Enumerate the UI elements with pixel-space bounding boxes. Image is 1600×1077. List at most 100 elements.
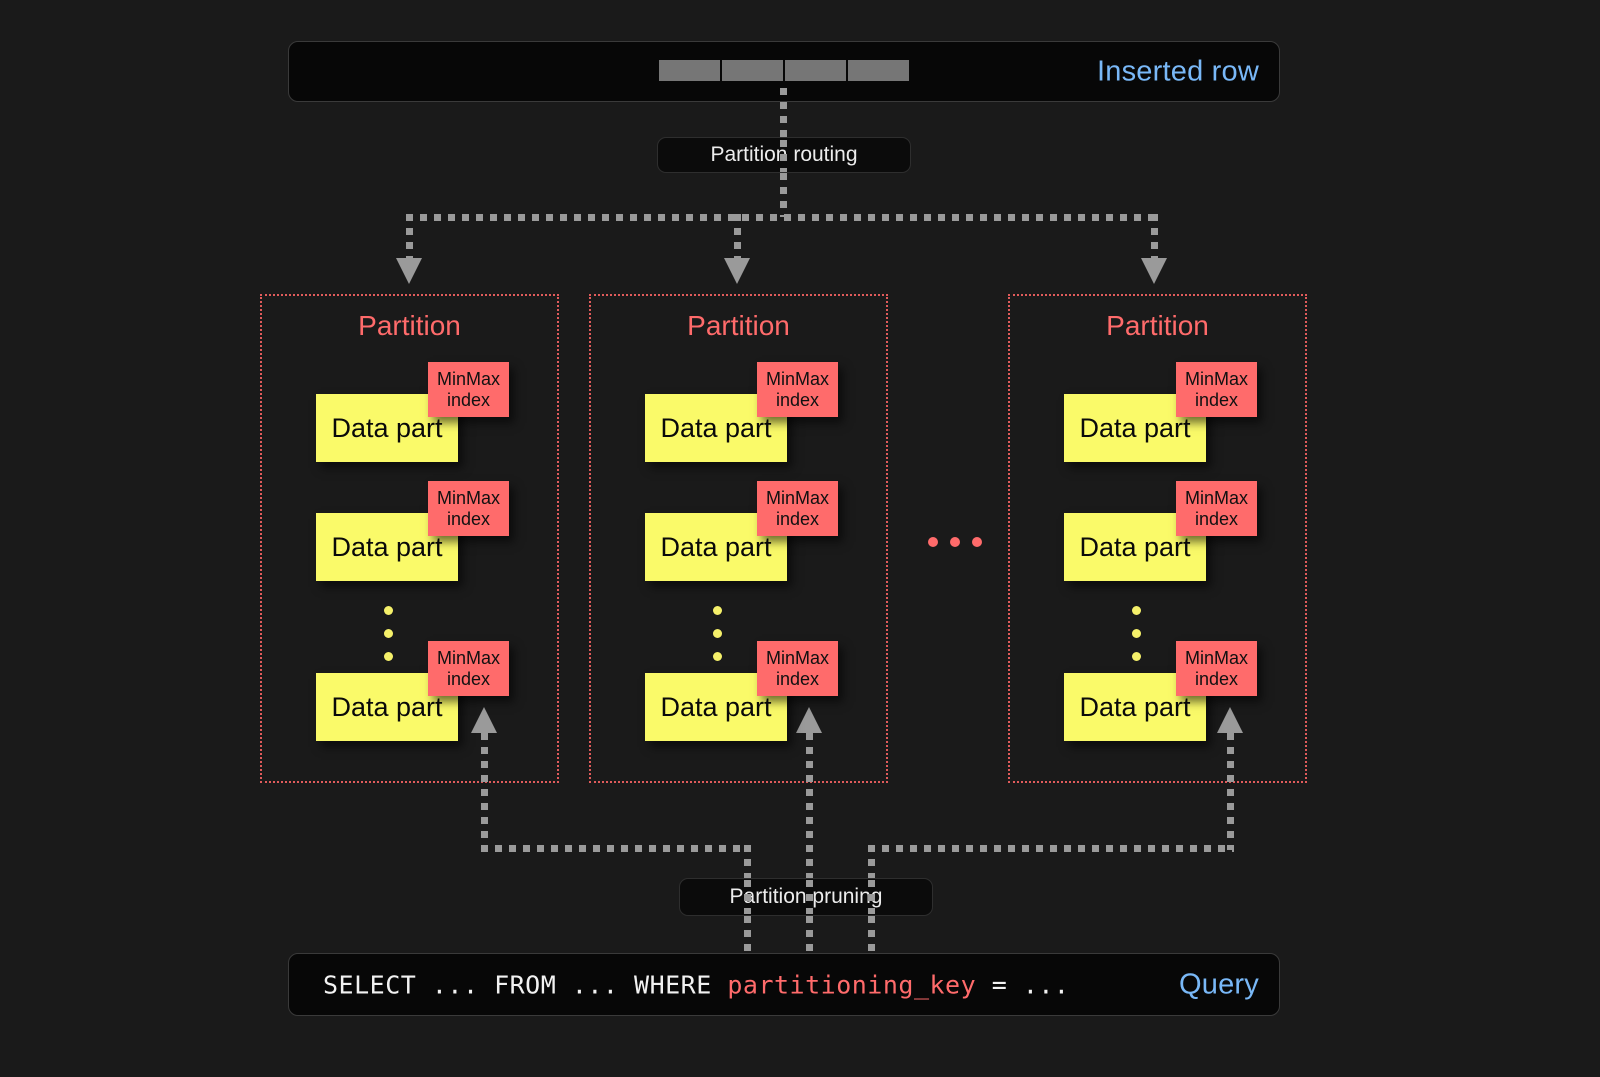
ellipsis-dot xyxy=(972,537,982,547)
data-part-group: MinMax index Data part xyxy=(1010,481,1309,585)
minmax-line-1: MinMax xyxy=(436,647,500,668)
minmax-line-2: index xyxy=(1194,668,1239,689)
connector-insert-to-routing xyxy=(780,88,787,140)
ellipsis-dot xyxy=(384,652,393,661)
connector-through-pruning-center xyxy=(806,880,813,914)
arrow-into-partition-3 xyxy=(1141,258,1167,284)
minmax-index-box: MinMax index xyxy=(1176,362,1257,417)
connector-pruning-to-partition-2 xyxy=(806,733,813,878)
data-part-ellipsis xyxy=(1132,606,1141,661)
arrow-into-data-part-1 xyxy=(471,707,497,733)
minmax-index-box: MinMax index xyxy=(757,641,838,696)
connector-pruning-to-partition-1 xyxy=(481,733,488,850)
minmax-line-1: MinMax xyxy=(765,647,829,668)
data-part-box: Data part xyxy=(645,513,787,581)
minmax-line-1: MinMax xyxy=(1184,647,1248,668)
partition-title: Partition xyxy=(358,310,461,341)
minmax-line-2: index xyxy=(775,668,820,689)
partitions-ellipsis xyxy=(928,537,982,547)
arrow-into-data-part-2 xyxy=(796,707,822,733)
connector-bus-to-partition-3 xyxy=(1151,214,1158,262)
connector-pruning-to-query-left xyxy=(744,916,751,954)
minmax-line-2: index xyxy=(1194,389,1239,410)
ellipsis-dot xyxy=(384,606,393,615)
data-part-group: MinMax index Data part xyxy=(262,641,561,745)
minmax-line-2: index xyxy=(775,389,820,410)
partition-box-3[interactable]: Partition MinMax index Data part MinMax … xyxy=(1008,294,1307,783)
minmax-index-box: MinMax index xyxy=(757,362,838,417)
partition-title: Partition xyxy=(687,310,790,341)
minmax-line-2: index xyxy=(775,508,820,529)
minmax-line-2: index xyxy=(446,508,491,529)
connector-through-routing xyxy=(780,140,787,172)
inserted-row-label: Inserted row xyxy=(1097,55,1259,87)
ellipsis-dot xyxy=(1132,606,1141,615)
connector-through-pruning-left xyxy=(744,880,751,914)
connector-pruning-to-query-right xyxy=(868,916,875,954)
minmax-index-box: MinMax index xyxy=(428,481,509,536)
partition-box-2[interactable]: Partition MinMax index Data part MinMax … xyxy=(589,294,888,783)
minmax-line-1: MinMax xyxy=(765,368,829,389)
minmax-line-2: index xyxy=(446,668,491,689)
minmax-line-1: MinMax xyxy=(436,487,500,508)
connector-left-into-pruning xyxy=(744,845,751,880)
arrow-into-partition-2 xyxy=(724,258,750,284)
data-part-group: MinMax index Data part xyxy=(591,362,890,466)
sql-partitioning-key: partitioning_key xyxy=(727,970,977,999)
ellipsis-dot xyxy=(950,537,960,547)
partition-box-1[interactable]: Partition MinMax index Data part MinMax … xyxy=(260,294,559,783)
sql-prefix: SELECT ... FROM ... WHERE xyxy=(323,970,728,999)
data-part-group: MinMax index Data part xyxy=(262,481,561,585)
row-cells-group xyxy=(659,60,909,81)
ellipsis-dot xyxy=(384,629,393,638)
ellipsis-dot xyxy=(713,629,722,638)
arrow-into-partition-1 xyxy=(396,258,422,284)
sql-query-text: SELECT ... FROM ... WHERE partitioning_k… xyxy=(323,970,1069,999)
data-part-group: MinMax index Data part xyxy=(591,641,890,745)
row-cell xyxy=(659,60,720,81)
row-cell xyxy=(722,60,783,81)
data-part-group: MinMax index Data part xyxy=(1010,362,1309,466)
minmax-line-1: MinMax xyxy=(1184,487,1248,508)
minmax-line-2: index xyxy=(1194,508,1239,529)
minmax-index-box: MinMax index xyxy=(1176,481,1257,536)
connector-routing-to-bus xyxy=(780,173,787,217)
ellipsis-dot xyxy=(1132,629,1141,638)
sql-suffix: = ... xyxy=(976,970,1070,999)
ellipsis-dot xyxy=(1132,652,1141,661)
query-label: Query xyxy=(1179,968,1259,1000)
data-part-group: MinMax index Data part xyxy=(591,481,890,585)
minmax-line-1: MinMax xyxy=(765,487,829,508)
connector-bus-to-partition-1 xyxy=(406,214,413,262)
data-part-box: Data part xyxy=(316,394,458,462)
minmax-index-box: MinMax index xyxy=(757,481,838,536)
inserted-row-bar: Inserted row xyxy=(288,41,1280,102)
minmax-index-box: MinMax index xyxy=(428,641,509,696)
connector-right-into-pruning xyxy=(868,845,875,880)
query-bar: SELECT ... FROM ... WHERE partitioning_k… xyxy=(288,953,1280,1016)
ellipsis-dot xyxy=(713,652,722,661)
connector-collector-right xyxy=(868,845,1234,852)
ellipsis-dot xyxy=(713,606,722,615)
data-part-ellipsis xyxy=(384,606,393,661)
arrow-into-data-part-3 xyxy=(1217,707,1243,733)
partition-title: Partition xyxy=(1106,310,1209,341)
minmax-line-1: MinMax xyxy=(436,368,500,389)
connector-bus-to-partition-2 xyxy=(734,214,741,262)
data-part-group: MinMax index Data part xyxy=(1010,641,1309,745)
connector-collector-left xyxy=(481,845,751,852)
data-part-box: Data part xyxy=(316,673,458,741)
data-part-group: MinMax index Data part xyxy=(262,362,561,466)
ellipsis-dot xyxy=(928,537,938,547)
row-cell xyxy=(785,60,846,81)
minmax-index-box: MinMax index xyxy=(1176,641,1257,696)
connector-pruning-to-query-center xyxy=(806,916,813,954)
data-part-ellipsis xyxy=(713,606,722,661)
minmax-line-1: MinMax xyxy=(1184,368,1248,389)
connector-fanout-bus xyxy=(406,214,1158,221)
data-part-box: Data part xyxy=(316,513,458,581)
connector-through-pruning-right xyxy=(868,880,875,914)
row-cell xyxy=(848,60,909,81)
minmax-index-box: MinMax index xyxy=(428,362,509,417)
